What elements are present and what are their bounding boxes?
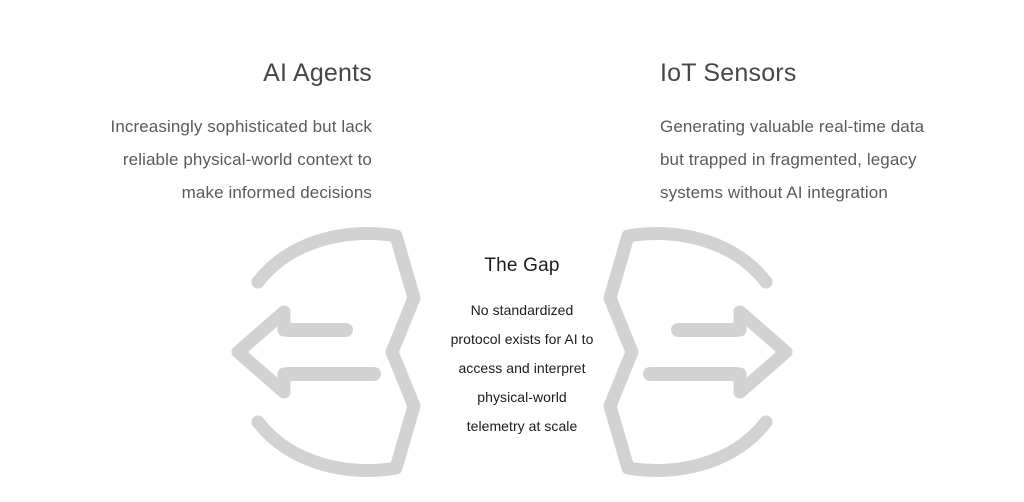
column-right-body-line: Generating valuable real-time data [660, 117, 925, 136]
column-right-body-line: systems without AI integration [660, 183, 888, 202]
gap-body-line: No standardized [470, 302, 574, 318]
gap-body-line: access and interpret [458, 360, 586, 376]
column-iot-sensors: IoT Sensors Generating valuable real-tim… [660, 58, 1024, 209]
column-left-body: Increasingly sophisticated but lack reli… [0, 110, 372, 209]
arrow-right-outline-icon [592, 222, 802, 487]
column-right-body: Generating valuable real-time data but t… [660, 110, 1024, 209]
column-right-body-line: but trapped in fragmented, legacy [660, 150, 917, 169]
center-gap-block: The Gap No standardized protocol exists … [412, 254, 632, 441]
gap-body-line: telemetry at scale [466, 418, 578, 434]
arrow-left-outline-svg [231, 227, 421, 477]
arrow-right-outline-svg [603, 227, 793, 477]
gap-title: The Gap [484, 255, 560, 276]
column-right-title: IoT Sensors [660, 59, 797, 87]
gap-body: No standardized protocol exists for AI t… [412, 296, 632, 441]
arrow-left-outline-icon [222, 222, 432, 487]
column-left-body-line: Increasingly sophisticated but lack [110, 117, 372, 136]
column-ai-agents: AI Agents Increasingly sophisticated but… [0, 58, 372, 209]
column-left-body-line: reliable physical-world context to [122, 150, 372, 169]
gap-body-line: physical-world [477, 389, 567, 405]
column-left-title: AI Agents [263, 59, 372, 87]
column-left-body-line: make informed decisions [181, 183, 372, 202]
gap-body-line: protocol exists for AI to [450, 331, 594, 347]
